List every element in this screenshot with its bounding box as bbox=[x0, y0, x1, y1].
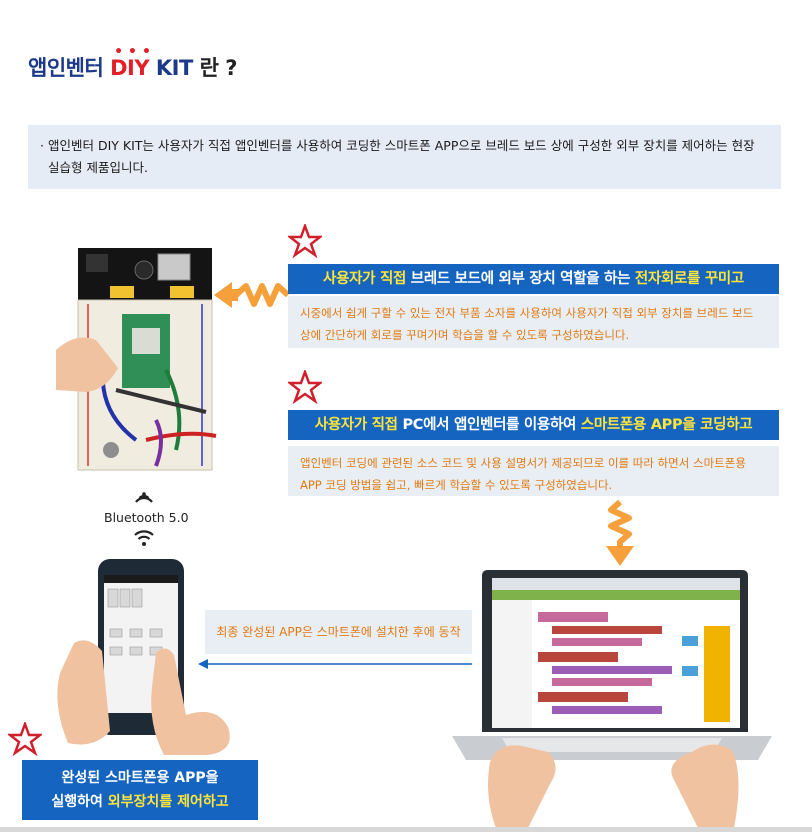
step1-highlight: 전자회로를 꾸미고 bbox=[634, 271, 744, 287]
right-hand bbox=[151, 648, 230, 755]
dc-jack bbox=[86, 254, 108, 272]
step1-banner: 사용자가 직접 브레드 보드에 외부 장치 역할을 하는 전자회로를 꾸미고 bbox=[288, 264, 779, 294]
step2-description: 앱인벤터 코딩에 관련된 소스 코드 및 사용 설명서가 제공되므로 이를 따라… bbox=[288, 446, 779, 496]
page-title: 앱인벤터 •••DIY KIT 란 ? bbox=[28, 44, 238, 82]
left-hand bbox=[57, 640, 110, 745]
title-highlight: •••DIY bbox=[110, 44, 151, 80]
step3-line2-pre: 실행하여 bbox=[51, 794, 108, 810]
wifi-icon bbox=[134, 530, 154, 546]
usb-port bbox=[157, 253, 191, 281]
keyboard bbox=[502, 738, 722, 752]
arrow-left-icon bbox=[214, 282, 291, 308]
jumper-left bbox=[110, 286, 134, 298]
intro-box: · 앱인벤터 DIY KIT는 사용자가 직접 앱인벤터를 사용하여 코딩한 스… bbox=[28, 125, 781, 189]
right-hand bbox=[671, 744, 739, 828]
intro-bullet: · bbox=[40, 138, 44, 153]
hand bbox=[56, 337, 118, 392]
signal-icon bbox=[135, 492, 153, 503]
step2-mid: PC에서 앱인벤터를 이용하여 bbox=[397, 417, 581, 433]
title-highlight-text: DIY bbox=[110, 56, 150, 80]
step3-line1: 완성된 스마트폰용 APP을 bbox=[61, 770, 219, 786]
arrow-down-icon bbox=[606, 500, 634, 566]
arrow-left-long-icon bbox=[198, 659, 472, 669]
capacitor bbox=[134, 260, 154, 280]
left-hand bbox=[488, 745, 556, 828]
title-kit: KIT bbox=[149, 56, 193, 80]
step3-highlight: 외부장치를 제어하고 bbox=[107, 794, 229, 810]
laptop-illustration bbox=[452, 570, 772, 828]
star-icon bbox=[288, 370, 322, 404]
star-icon bbox=[288, 224, 322, 258]
step2-banner: 사용자가 직접 PC에서 앱인벤터를 이용하여 스마트폰용 APP을 코딩하고 bbox=[288, 410, 779, 440]
final-message: 최종 완성된 APP은 스마트폰에 설치한 후에 동작 bbox=[205, 610, 472, 654]
step2-highlight: 스마트폰용 APP을 코딩하고 bbox=[580, 417, 753, 433]
step1-description: 시중에서 쉽게 구할 수 있는 전자 부품 소자를 사용하여 사용자가 직접 외… bbox=[288, 296, 779, 348]
step1-desc-text: 시중에서 쉽게 구할 수 있는 전자 부품 소자를 사용하여 사용자가 직접 외… bbox=[300, 306, 754, 342]
bluetooth-label: Bluetooth 5.0 bbox=[104, 510, 189, 525]
title-prefix: 앱인벤터 bbox=[28, 56, 111, 80]
phone-illustration bbox=[57, 559, 230, 755]
emphasis-dots: ••• bbox=[114, 44, 156, 60]
step1-mid: 브레드 보드에 외부 장치 역할을 하는 bbox=[406, 271, 635, 287]
intro-text: 앱인벤터 DIY KIT는 사용자가 직접 앱인벤터를 사용하여 코딩한 스마트… bbox=[48, 138, 755, 175]
step1-pre: 사용자가 직접 bbox=[323, 271, 407, 287]
bottom-divider bbox=[0, 827, 812, 832]
jumper-right bbox=[170, 286, 194, 298]
code-blocks bbox=[538, 612, 730, 722]
step3-box: 완성된 스마트폰용 APP을 실행하여 외부장치를 제어하고 bbox=[22, 760, 258, 820]
star-icon bbox=[8, 722, 42, 756]
breadboard-illustration bbox=[56, 248, 217, 471]
step3-line2: 실행하여 외부장치를 제어하고 bbox=[22, 790, 258, 814]
buzzer bbox=[103, 442, 119, 458]
step2-desc-text: 앱인벤터 코딩에 관련된 소스 코드 및 사용 설명서가 제공되므로 이를 따라… bbox=[300, 456, 746, 492]
title-suffix: 란 ? bbox=[192, 56, 238, 80]
step2-pre: 사용자가 직접 bbox=[314, 417, 398, 433]
